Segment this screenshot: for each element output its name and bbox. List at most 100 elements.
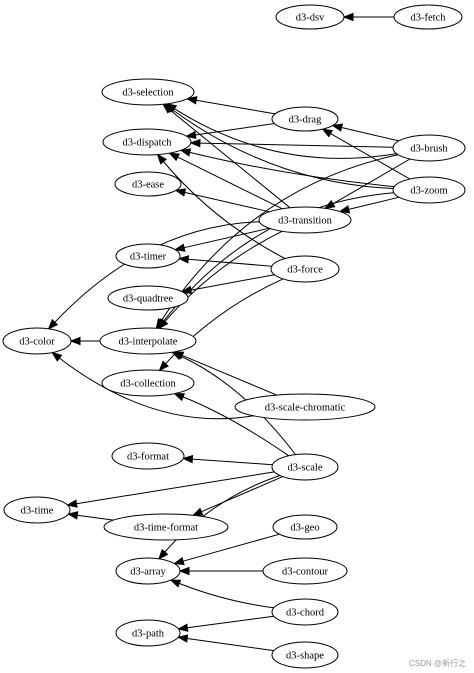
edge-transition-to-selection bbox=[162, 103, 291, 209]
node-format: d3-format bbox=[111, 442, 185, 470]
edge-scale-to-timeformat bbox=[191, 476, 283, 516]
arrowhead bbox=[177, 623, 189, 632]
edge-timeformat-to-time bbox=[66, 511, 114, 521]
node-ellipse bbox=[99, 327, 197, 355]
arrowhead bbox=[342, 12, 354, 22]
node-label: d3-ease bbox=[132, 180, 164, 191]
edge-shape-to-path bbox=[176, 634, 274, 652]
node-ellipse bbox=[271, 453, 339, 481]
arrowhead bbox=[189, 138, 201, 148]
edge-line bbox=[180, 355, 296, 455]
node-ellipse bbox=[272, 514, 338, 540]
node-label: d3-scale-chromatic bbox=[265, 403, 346, 414]
node-label: d3-transition bbox=[278, 216, 332, 227]
node-ellipse bbox=[107, 285, 189, 311]
node-ellipse bbox=[2, 327, 72, 355]
arrowhead bbox=[180, 285, 193, 295]
node-ellipse bbox=[258, 206, 352, 234]
node-drag: d3-drag bbox=[271, 106, 339, 132]
edge-force-to-dispatch bbox=[156, 153, 286, 259]
arrowhead bbox=[178, 566, 190, 576]
arrowhead bbox=[158, 318, 169, 330]
node-label: d3-dsv bbox=[296, 13, 325, 24]
arrowhead bbox=[176, 634, 189, 643]
node-label: d3-quadtree bbox=[123, 294, 173, 305]
edge-line bbox=[189, 151, 395, 188]
arrowhead bbox=[191, 507, 204, 516]
edge-interpolate-to-color bbox=[69, 336, 101, 346]
node-brush: d3-brush bbox=[392, 134, 466, 162]
watermark: CSDN @新行之 bbox=[408, 659, 466, 668]
edge-line bbox=[182, 354, 277, 396]
edge-brush-to-dispatch bbox=[189, 138, 394, 148]
edge-contour-to-array bbox=[178, 566, 264, 576]
edge-zoom-to-dispatch bbox=[179, 148, 395, 188]
edge-scale-to-time bbox=[66, 471, 275, 508]
node-ellipse bbox=[275, 4, 345, 30]
arrowhead bbox=[66, 499, 78, 508]
arrowhead bbox=[158, 360, 169, 372]
node-label: d3-scale bbox=[288, 463, 323, 474]
arrowhead bbox=[185, 130, 197, 140]
edge-line bbox=[348, 196, 400, 210]
edge-transition-to-interpolate bbox=[158, 230, 283, 330]
edge-chord-to-array bbox=[169, 579, 274, 609]
node-contour: d3-contour bbox=[262, 557, 348, 585]
node-label: d3-shape bbox=[286, 651, 324, 662]
edge-zoom-to-transition bbox=[338, 196, 400, 214]
node-timeformat: d3-time-format bbox=[103, 513, 229, 541]
node-ellipse bbox=[393, 4, 463, 30]
edge-fetch-to-dsv bbox=[342, 12, 394, 22]
edge-line bbox=[177, 156, 283, 210]
node-ellipse bbox=[101, 369, 195, 397]
node-label: d3-brush bbox=[410, 144, 448, 155]
arrowhead bbox=[162, 103, 174, 114]
edge-line bbox=[163, 161, 286, 259]
node-ellipse bbox=[271, 598, 339, 626]
edge-force-to-timer bbox=[177, 255, 272, 267]
edge-transition-to-dispatch bbox=[168, 152, 283, 210]
node-fetch: d3-fetch bbox=[393, 4, 463, 30]
node-label: d3-force bbox=[287, 265, 323, 276]
node-geo: d3-geo bbox=[272, 514, 338, 540]
node-ellipse bbox=[234, 393, 376, 421]
arrowhead bbox=[169, 579, 182, 588]
edge-line bbox=[174, 108, 397, 159]
edge-line bbox=[201, 476, 283, 513]
arrowhead bbox=[47, 318, 59, 330]
node-label: d3-collection bbox=[120, 379, 176, 390]
node-ellipse bbox=[102, 128, 192, 156]
node-selection: d3-selection bbox=[101, 78, 195, 106]
arrowhead bbox=[172, 556, 185, 566]
edge-line bbox=[164, 475, 281, 553]
edge-line bbox=[195, 123, 275, 136]
arrowhead bbox=[338, 205, 351, 214]
node-label: d3-array bbox=[130, 567, 166, 578]
edge-line bbox=[179, 582, 274, 609]
node-label: d3-path bbox=[132, 629, 165, 640]
edge-line bbox=[77, 514, 114, 521]
edge-zoom-to-drag bbox=[321, 128, 411, 180]
node-quadtree: d3-quadtree bbox=[107, 285, 189, 311]
edge-drag-to-dispatch bbox=[185, 123, 275, 140]
edge-chromatic-to-color bbox=[51, 351, 254, 420]
node-ellipse bbox=[103, 513, 229, 541]
edge-chord-to-path bbox=[177, 615, 274, 632]
edge-brush-to-drag bbox=[331, 123, 399, 142]
arrowhead bbox=[51, 351, 63, 362]
node-path: d3-path bbox=[115, 619, 181, 647]
edge-line bbox=[190, 274, 275, 291]
edge-line bbox=[171, 108, 394, 189]
edge-line bbox=[160, 154, 399, 321]
node-scale: d3-scale bbox=[271, 453, 339, 481]
edge-line bbox=[332, 158, 411, 205]
node-ellipse bbox=[101, 78, 195, 106]
node-ellipse bbox=[115, 243, 181, 269]
arrowhead bbox=[181, 454, 194, 464]
node-collection: d3-collection bbox=[101, 369, 195, 397]
arrowhead bbox=[185, 96, 198, 105]
node-ease: d3-ease bbox=[114, 171, 182, 197]
arrowhead bbox=[331, 123, 343, 132]
node-ellipse bbox=[270, 255, 340, 283]
